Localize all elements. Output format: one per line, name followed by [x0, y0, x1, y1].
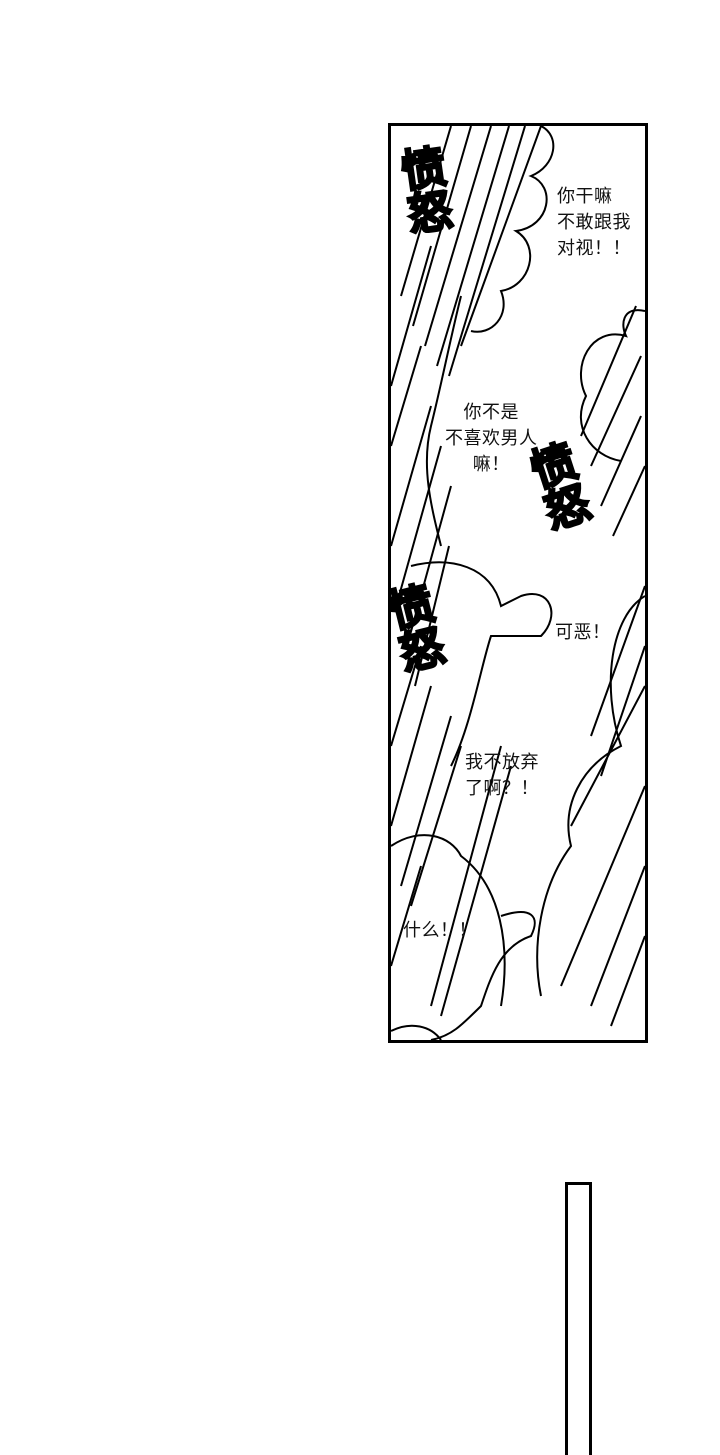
comic-panel-2 [565, 1182, 592, 1455]
speech-bubble-text-3: 可恶！ [555, 622, 611, 643]
speech-bubble-text-5: 什么！！ [403, 920, 477, 941]
panel-artwork [391, 126, 645, 1040]
speech-bubble-text-1: 你干嘛 不敢跟我 对视！！ [557, 186, 631, 259]
speech-bubble-text-4: 我不放弃 了啊？！ [465, 752, 539, 799]
comic-panel-1: 愤 怒 愤 怒 愤 怒 你干嘛 不敢跟我 对视！！ 你不是 不喜欢男人 嘛！ 可… [388, 123, 648, 1043]
speech-bubble-text-2: 你不是 不喜欢男人 嘛！ [445, 402, 538, 475]
